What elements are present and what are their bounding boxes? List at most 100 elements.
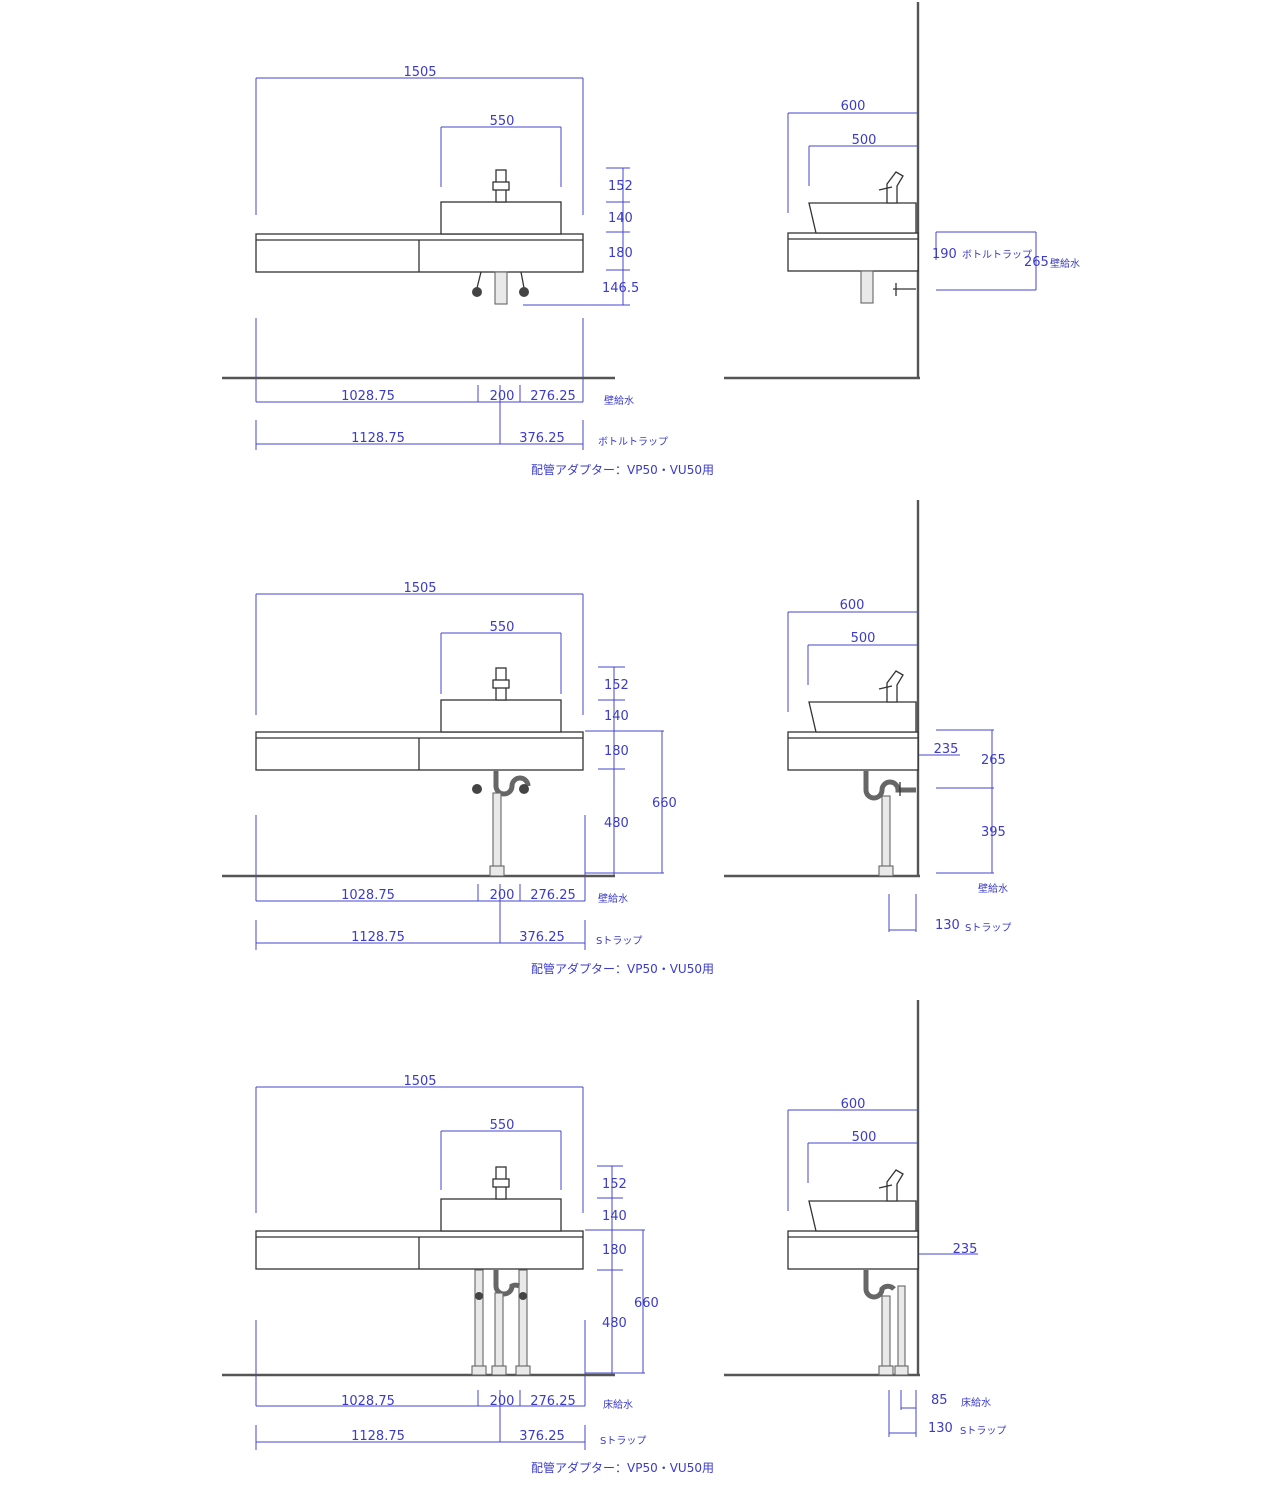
dim-row1-c: 276.25: [530, 888, 576, 903]
supply-fitting: [893, 283, 916, 296]
floor-supply-pipes: [471, 1269, 531, 1376]
note-s-trap: Sトラップ: [600, 1435, 646, 1447]
dim-row2-a: 1128.75: [351, 431, 405, 446]
dim-total-height: 660: [634, 1296, 659, 1311]
dim-row2-b: 376.25: [519, 930, 565, 945]
faucet-icon: [878, 171, 904, 204]
drain-pipes: [472, 271, 529, 305]
dim-row1-b: 200: [490, 888, 515, 903]
dim-row2-b: 376.25: [519, 431, 565, 446]
dim-row1-c: 276.25: [530, 389, 576, 404]
dim-supply-height: 265: [1024, 255, 1049, 270]
dim-depth: 600: [841, 99, 866, 114]
dim-counter-height: 180: [608, 246, 633, 261]
dim-row1-c: 276.25: [530, 1394, 576, 1409]
dim-bowl-height: 140: [602, 1209, 627, 1224]
supply-valve-icon: [519, 784, 529, 794]
adapter-caption: 配管アダプター：VP50・VU50用: [531, 462, 714, 477]
s-trap-pipes: [472, 771, 531, 877]
s-trap-side: [863, 1270, 909, 1376]
dim-row1-a: 1028.75: [341, 888, 395, 903]
dim-row1-b: 200: [490, 1394, 515, 1409]
adapter-caption: 配管アダプター：VP50・VU50用: [531, 1460, 714, 1475]
side-elevation: 600 500 235 85 床給水 130 Sトラップ: [724, 1000, 1006, 1437]
dim-under-height: 480: [604, 816, 629, 831]
dim-total-width: 1505: [403, 581, 436, 596]
dim-faucet-height: 152: [604, 678, 629, 693]
dim-trap-offset: 235: [934, 742, 959, 757]
dim-under-height: 480: [602, 1316, 627, 1331]
dim-row1-a: 1028.75: [341, 1394, 395, 1409]
supply-valve-icon: [472, 287, 482, 297]
dim-trap-distance: 130: [928, 1421, 953, 1436]
supply-valve-icon: [472, 784, 482, 794]
front-elevation: 1505 550 152 140 180 480 660 1028.75 200…: [222, 1074, 714, 1475]
dim-counter-height: 180: [604, 744, 629, 759]
dim-total-width: 1505: [403, 1074, 436, 1089]
dim-faucet-height: 152: [608, 179, 633, 194]
dim-upper-height: 265: [981, 753, 1006, 768]
s-trap-side: [863, 771, 916, 877]
faucet-icon: [878, 1169, 904, 1202]
dim-supply-distance: 85: [931, 1393, 948, 1408]
dim-bowl-height: 140: [604, 709, 629, 724]
supply-valve-icon: [519, 287, 529, 297]
dim-bowl-height: 140: [608, 211, 633, 226]
faucet-icon: [492, 1166, 510, 1200]
dim-total-height: 660: [652, 796, 677, 811]
supply-valve-icon: [519, 1292, 527, 1300]
bottle-trap: [860, 270, 874, 304]
vessel-bowl: [440, 201, 562, 235]
dim-drain-height: 146.5: [602, 281, 639, 296]
dim-faucet-height: 152: [602, 1177, 627, 1192]
dim-trap-offset: 235: [953, 1242, 978, 1257]
section-floor-s-trap: 1505 550 152 140 180 480 660 1028.75 200…: [222, 1000, 1006, 1475]
dim-depth: 600: [840, 598, 865, 613]
dim-total-width: 1505: [403, 65, 436, 80]
dim-row2-a: 1128.75: [351, 930, 405, 945]
faucet-icon: [878, 670, 904, 703]
note-floor-supply: 床給水: [603, 1398, 633, 1411]
dim-row2-b: 376.25: [519, 1429, 565, 1444]
vessel-bowl-side: [808, 1200, 917, 1232]
dim-depth: 600: [841, 1097, 866, 1112]
note-wall-supply: 壁給水: [1050, 257, 1080, 270]
vessel-bowl-side: [808, 202, 917, 234]
dim-lower-height: 395: [981, 825, 1006, 840]
front-elevation: 1505 550 152 140 180 146.5 1028.75 200 2…: [222, 65, 714, 477]
note-s-trap: Sトラップ: [965, 922, 1011, 934]
adapter-caption: 配管アダプター：VP50・VU50用: [531, 961, 714, 976]
note-wall-supply: 壁給水: [598, 892, 628, 905]
section-wall-s-trap: 1505 550 152 140 180 480 660 1028.75 200…: [222, 500, 1011, 976]
note-bottle-trap: ボトルトラップ: [598, 436, 668, 448]
side-elevation: 600 500 235 190 ボトルトラップ 265 壁給水: [724, 2, 1080, 380]
note-floor-supply: 床給水: [961, 1396, 991, 1409]
vessel-bowl: [440, 1198, 562, 1232]
dim-bowl-depth: 500: [852, 133, 877, 148]
faucet-icon: [492, 667, 510, 701]
note-bottle-trap: ボトルトラップ: [962, 249, 1032, 261]
dim-row1-a: 1028.75: [341, 389, 395, 404]
side-elevation: 600 500 235 265 395 壁給水 130 Sトラップ: [724, 500, 1011, 934]
section-wall-bottle-trap: 1505 550 152 140 180 146.5 1028.75 200 2…: [222, 2, 1080, 477]
dim-bowl-width: 550: [490, 1118, 515, 1133]
dim-bowl-width: 550: [490, 620, 515, 635]
faucet-icon: [492, 169, 510, 203]
note-wall-supply: 壁給水: [978, 882, 1008, 895]
dim-bowl-width: 550: [490, 114, 515, 129]
dim-trap-distance: 130: [935, 918, 960, 933]
note-s-trap: Sトラップ: [596, 935, 642, 947]
dim-bowl-depth: 500: [852, 1130, 877, 1145]
vessel-bowl: [440, 699, 562, 733]
note-wall-supply: 壁給水: [604, 394, 634, 407]
dim-row1-b: 200: [490, 389, 515, 404]
dim-trap-height: 190: [932, 247, 957, 262]
dim-bowl-depth: 500: [851, 631, 876, 646]
floor-supply-pipe: [897, 1285, 906, 1369]
dim-row2-a: 1128.75: [351, 1429, 405, 1444]
front-elevation: 1505 550 152 140 180 480 660 1028.75 200…: [222, 581, 714, 976]
vessel-bowl-side: [808, 701, 917, 733]
note-s-trap: Sトラップ: [960, 1425, 1006, 1437]
dim-counter-height: 180: [602, 1243, 627, 1258]
